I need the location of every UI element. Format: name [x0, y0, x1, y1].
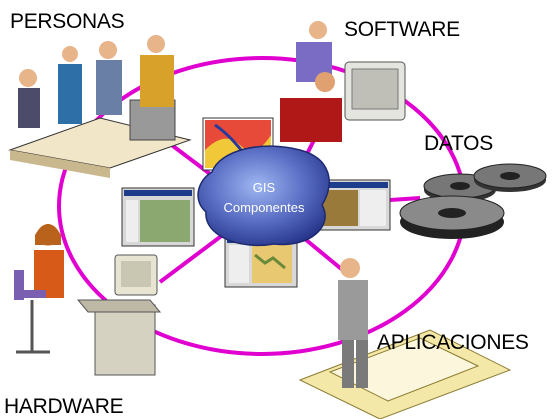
center-blob — [197, 145, 330, 247]
thumbnail-map-right — [317, 179, 391, 231]
software-illustration — [280, 21, 406, 142]
personas-illustration — [8, 35, 192, 178]
datos-illustration — [399, 163, 547, 239]
thumbnail-map-left — [121, 187, 195, 247]
label-software: SOFTWARE — [344, 18, 460, 41]
label-hardware: HARDWARE — [4, 395, 124, 418]
center-title-line2: Componentes — [224, 200, 305, 215]
label-personas: PERSONAS — [10, 10, 125, 33]
aplicaciones-illustration — [298, 258, 512, 419]
label-datos: DATOS — [424, 132, 493, 155]
center-title-line1: GIS — [253, 180, 276, 195]
hardware-illustration — [14, 224, 162, 376]
label-aplicaciones: APLICACIONES — [377, 331, 529, 354]
